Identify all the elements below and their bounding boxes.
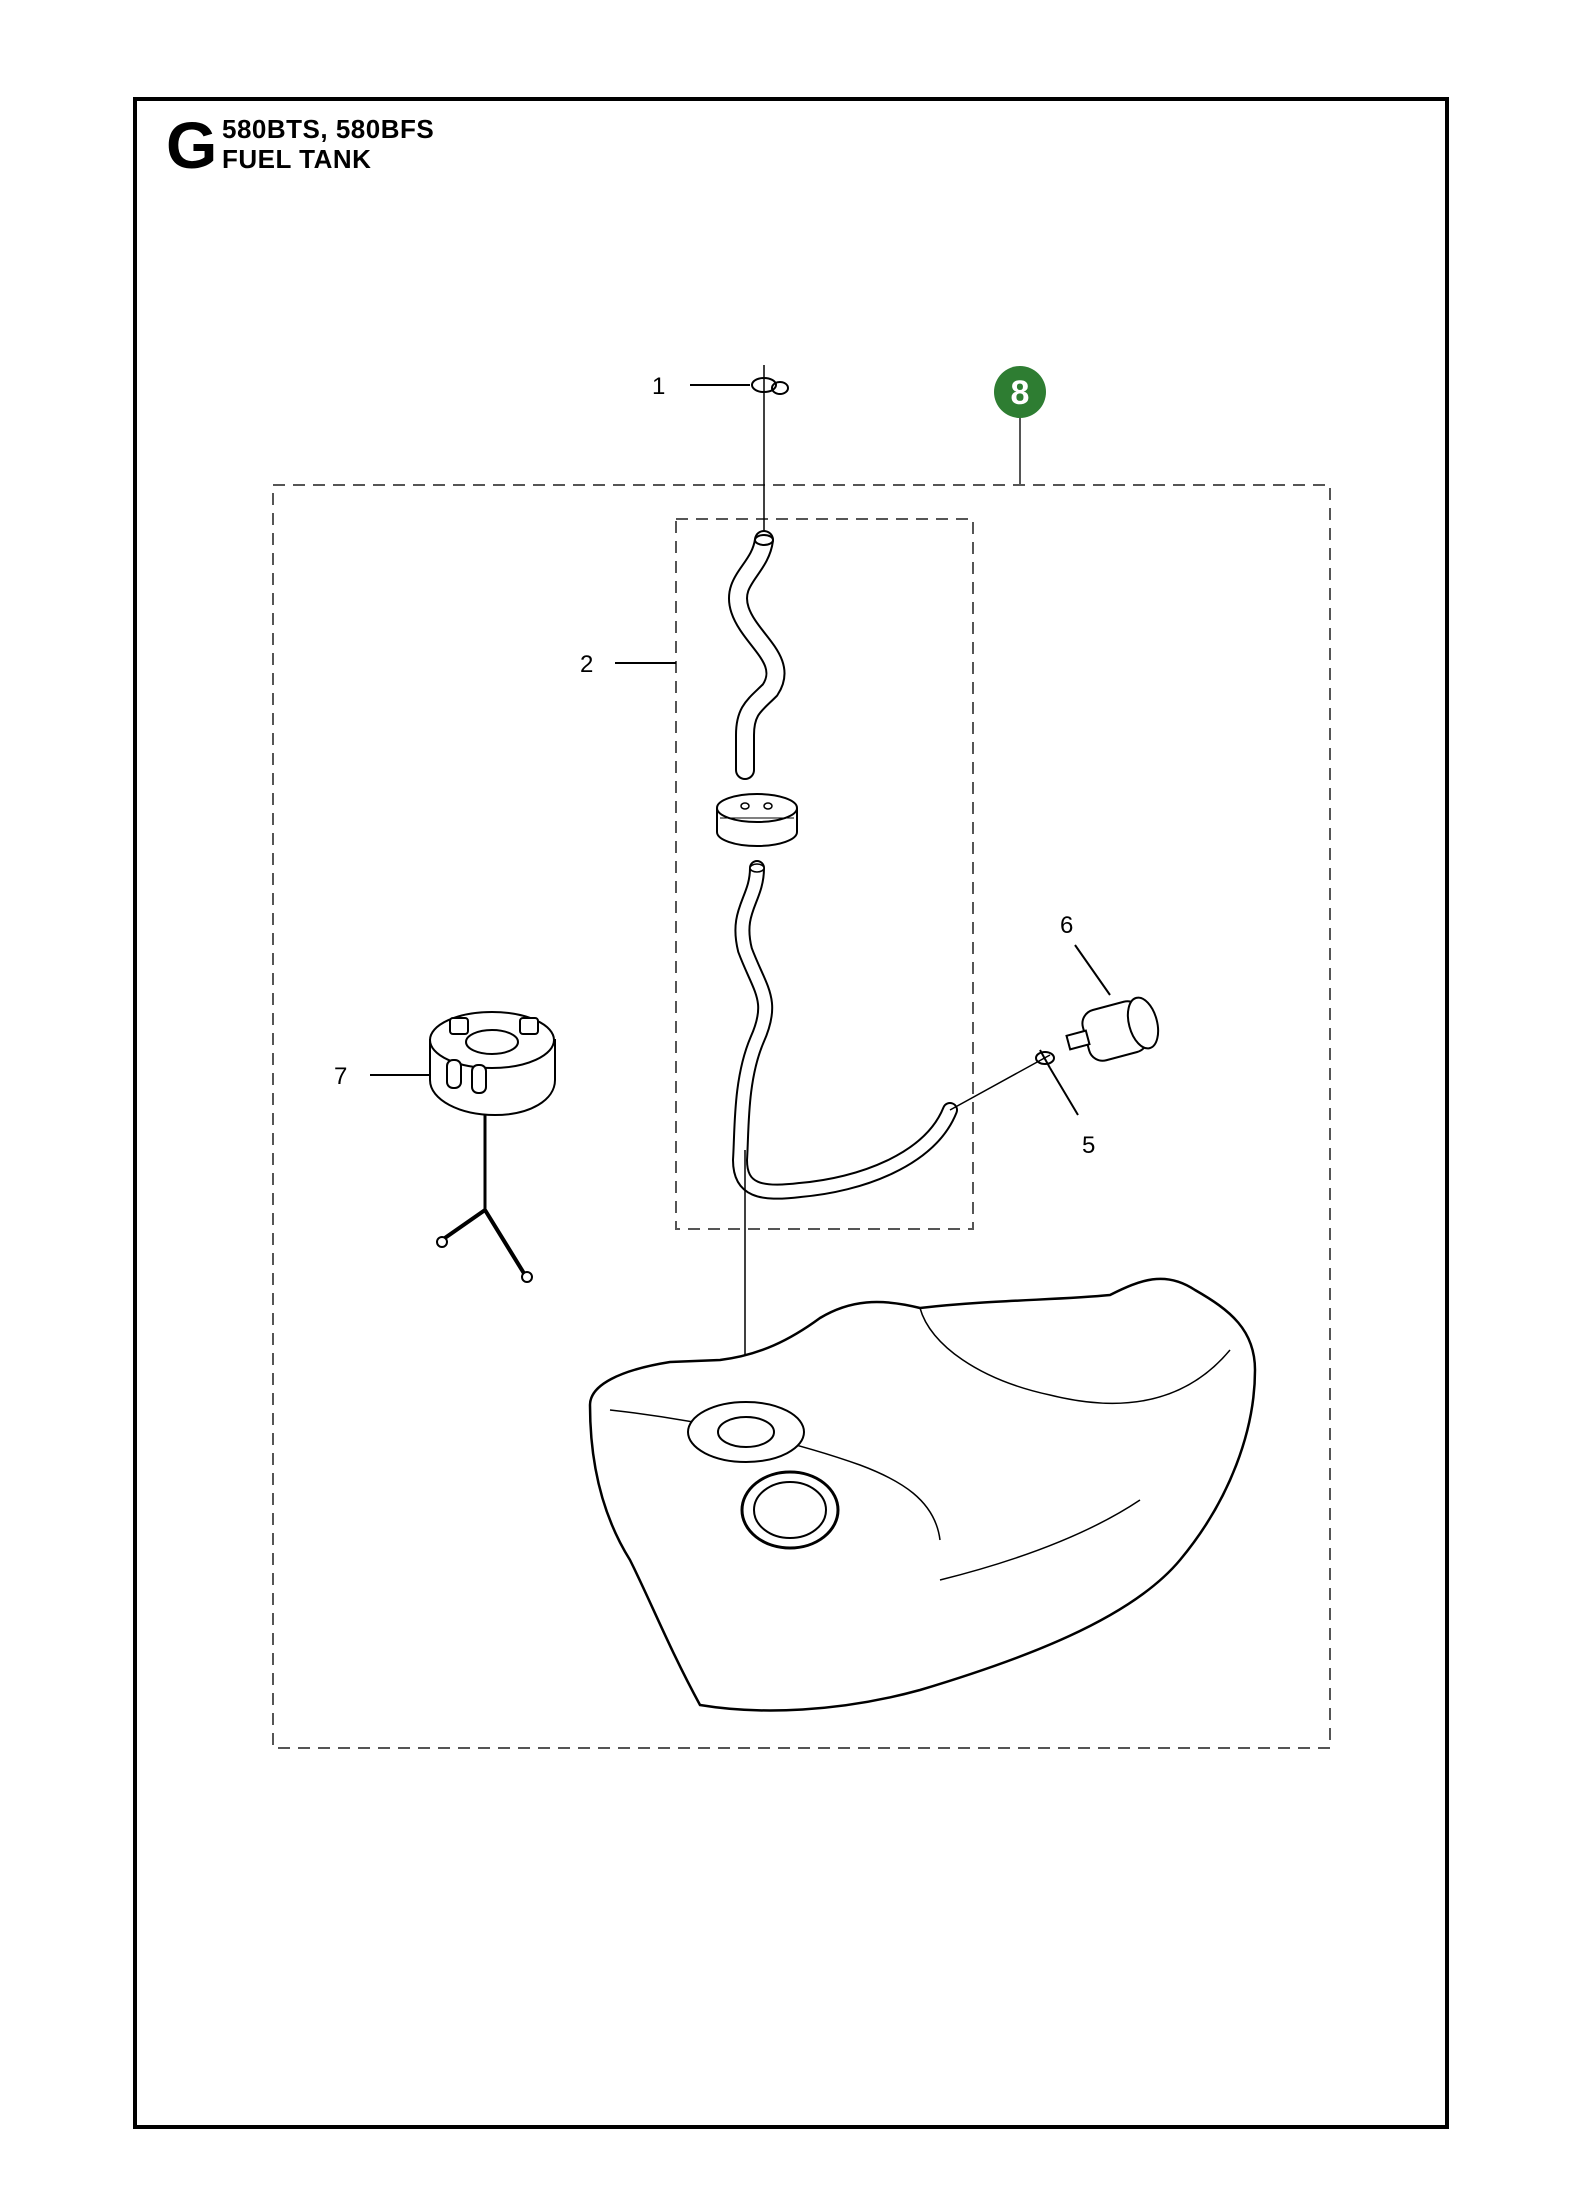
assembly-8-boundary <box>272 484 1331 1749</box>
filter-axis <box>949 1054 1051 1111</box>
fuel-tank-icon[interactable] <box>588 1277 1257 1712</box>
fuel-hose-icon[interactable] <box>731 860 958 1200</box>
callout-5[interactable]: 5 <box>1082 1132 1095 1159</box>
callout-5-leader <box>1049 1067 1079 1116</box>
callout-6[interactable]: 6 <box>1060 912 1073 939</box>
callout-7[interactable]: 7 <box>334 1063 347 1090</box>
page-frame <box>133 97 1449 2129</box>
callout-1[interactable]: 1 <box>652 373 665 400</box>
assembly-2-boundary <box>675 518 974 1230</box>
assembly-badge-label: 8 <box>1011 374 1030 412</box>
assembly-badge[interactable] <box>994 366 1046 418</box>
fuel-hose-icon[interactable] <box>728 530 786 780</box>
clip-icon[interactable] <box>1035 1049 1055 1069</box>
callout-6-leader <box>1074 944 1111 996</box>
page-title: FUEL TANK <box>222 144 372 174</box>
callout-2[interactable]: 2 <box>580 651 593 678</box>
fuel-filter-icon[interactable] <box>1065 994 1164 1064</box>
section-letter: G <box>166 108 218 182</box>
grommet-icon[interactable] <box>716 793 798 847</box>
clip-icon[interactable] <box>751 377 789 395</box>
fuel-cap-icon[interactable] <box>429 1011 556 1283</box>
model-list: 580BTS, 580BFS <box>222 114 435 144</box>
